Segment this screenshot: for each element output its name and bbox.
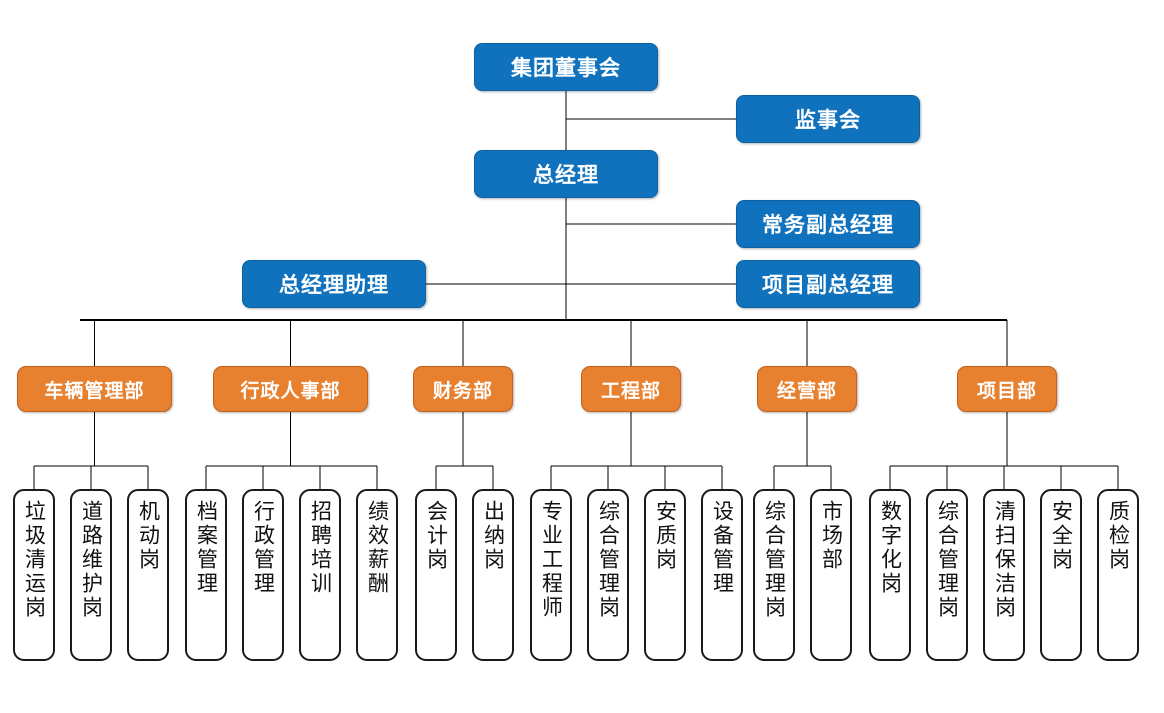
department-finance[interactable]: 财务部: [413, 366, 513, 412]
exec-node-supervisors-label: 监事会: [795, 109, 861, 132]
position-admin-hr-0[interactable]: 档案管理: [185, 489, 227, 661]
position-project-2[interactable]: 清扫保洁岗: [983, 489, 1025, 661]
position-finance-1[interactable]: 出纳岗: [472, 489, 514, 661]
position-admin-hr-2[interactable]: 招聘培训: [299, 489, 341, 661]
exec-node-exec-vgm[interactable]: 常务副总经理: [736, 200, 920, 248]
exec-node-gm[interactable]: 总经理: [474, 150, 658, 198]
department-operations[interactable]: 经营部: [757, 366, 857, 412]
exec-node-gm-assistant[interactable]: 总经理助理: [242, 260, 426, 308]
exec-node-board[interactable]: 集团董事会: [474, 43, 658, 91]
department-vehicle-label: 车辆管理部: [44, 380, 145, 402]
position-admin-hr-3[interactable]: 绩效薪酬: [356, 489, 398, 661]
position-engineering-1[interactable]: 综合管理岗: [587, 489, 629, 661]
position-operations-0[interactable]: 综合管理岗: [753, 489, 795, 661]
exec-node-proj-vgm[interactable]: 项目副总经理: [736, 260, 920, 308]
position-vehicle-1[interactable]: 道路维护岗: [70, 489, 112, 661]
position-vehicle-0-label: 垃圾清运岗: [22, 500, 46, 620]
position-project-1[interactable]: 综合管理岗: [926, 489, 968, 661]
department-admin-hr[interactable]: 行政人事部: [213, 366, 368, 412]
department-operations-label: 经营部: [776, 380, 837, 402]
position-engineering-0-label: 专业工程师: [539, 500, 563, 620]
department-admin-hr-label: 行政人事部: [240, 380, 341, 402]
position-vehicle-2-label: 机动岗: [136, 500, 160, 572]
position-project-4[interactable]: 质检岗: [1097, 489, 1139, 661]
position-project-0-label: 数字化岗: [878, 500, 902, 596]
exec-node-proj-vgm-label: 项目副总经理: [762, 274, 894, 297]
exec-node-board-label: 集团董事会: [511, 57, 621, 80]
department-project[interactable]: 项目部: [957, 366, 1057, 412]
position-engineering-0[interactable]: 专业工程师: [530, 489, 572, 661]
position-engineering-2[interactable]: 安质岗: [644, 489, 686, 661]
position-engineering-3[interactable]: 设备管理: [701, 489, 743, 661]
department-finance-label: 财务部: [432, 380, 493, 402]
position-operations-0-label: 综合管理岗: [762, 500, 786, 620]
position-admin-hr-1-label: 行政管理: [251, 500, 275, 596]
position-finance-0[interactable]: 会计岗: [415, 489, 457, 661]
position-project-3-label: 安全岗: [1049, 500, 1073, 572]
position-engineering-1-label: 综合管理岗: [596, 500, 620, 620]
position-operations-1[interactable]: 市场部: [810, 489, 852, 661]
department-engineering-label: 工程部: [600, 380, 661, 402]
exec-node-gm-assistant-label: 总经理助理: [279, 274, 389, 297]
position-admin-hr-0-label: 档案管理: [194, 500, 218, 596]
position-finance-1-label: 出纳岗: [481, 500, 505, 572]
position-admin-hr-3-label: 绩效薪酬: [365, 500, 389, 596]
position-vehicle-2[interactable]: 机动岗: [127, 489, 169, 661]
position-admin-hr-2-label: 招聘培训: [308, 500, 332, 596]
position-vehicle-1-label: 道路维护岗: [79, 500, 103, 620]
department-engineering[interactable]: 工程部: [581, 366, 681, 412]
position-project-1-label: 综合管理岗: [935, 500, 959, 620]
exec-node-supervisors[interactable]: 监事会: [736, 95, 920, 143]
position-operations-1-label: 市场部: [819, 500, 843, 572]
position-engineering-2-label: 安质岗: [653, 500, 677, 572]
department-vehicle[interactable]: 车辆管理部: [17, 366, 172, 412]
position-project-0[interactable]: 数字化岗: [869, 489, 911, 661]
position-admin-hr-1[interactable]: 行政管理: [242, 489, 284, 661]
position-project-2-label: 清扫保洁岗: [992, 500, 1016, 620]
position-engineering-3-label: 设备管理: [710, 500, 734, 596]
department-project-label: 项目部: [976, 380, 1037, 402]
exec-node-gm-label: 总经理: [533, 164, 599, 187]
exec-node-exec-vgm-label: 常务副总经理: [762, 214, 894, 237]
position-project-4-label: 质检岗: [1106, 500, 1130, 572]
position-finance-0-label: 会计岗: [424, 500, 448, 572]
position-project-3[interactable]: 安全岗: [1040, 489, 1082, 661]
position-vehicle-0[interactable]: 垃圾清运岗: [13, 489, 55, 661]
